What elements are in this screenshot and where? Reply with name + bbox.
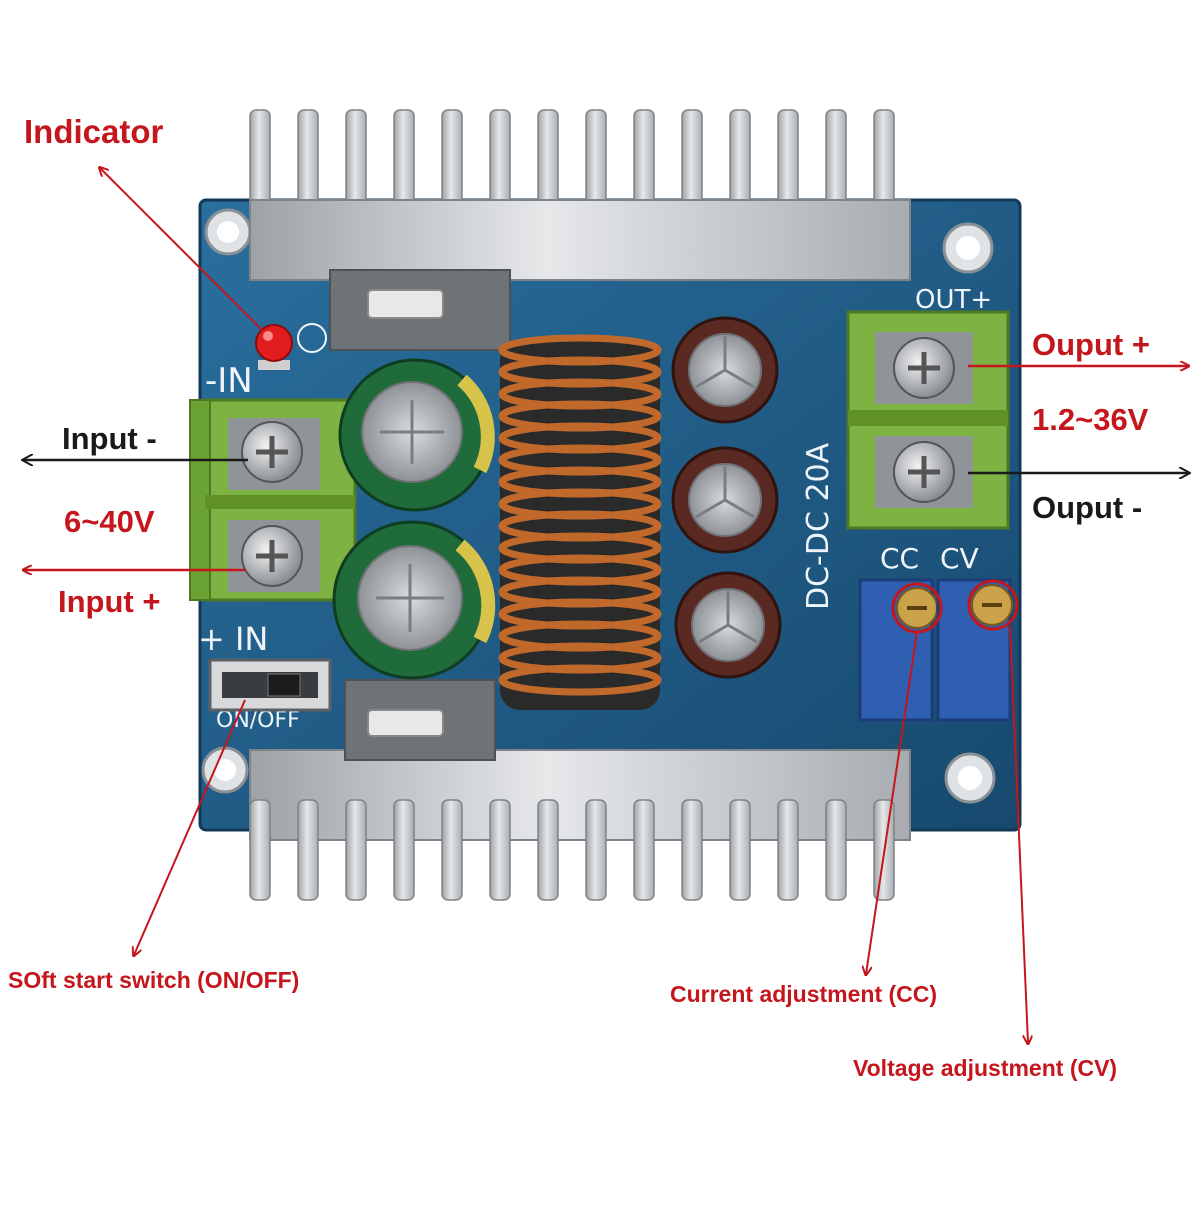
heatsink-fin [633, 109, 655, 211]
cv-arrow [1009, 625, 1028, 1043]
label-input-plus: Input + [58, 584, 160, 619]
heatsink-fin [585, 109, 607, 211]
heatsink-fin [585, 799, 607, 901]
silk-in-minus: -IN [205, 361, 253, 401]
heatsink-fin [729, 799, 751, 901]
heatsink-fin [345, 799, 367, 901]
heatsink-fin [393, 799, 415, 901]
heatsink-fin [681, 109, 703, 211]
mounting-hole-icon [204, 208, 252, 256]
cv-potentiometer [936, 578, 1013, 722]
heatsink-fin [441, 799, 463, 901]
heatsink-fin [777, 799, 799, 901]
label-current-adjustment: Current adjustment (CC) [670, 981, 937, 1007]
label-output-range: 1.2~36V [1032, 402, 1149, 437]
soft-start-arrow [134, 699, 246, 955]
output-capacitor [674, 571, 782, 679]
screw-icon [241, 525, 303, 587]
screw-icon [893, 441, 955, 503]
mounting-hole-icon [942, 222, 994, 274]
bottom-heatsink [249, 679, 911, 901]
label-output-plus: Ouput + [1032, 327, 1150, 362]
inductor-coil [498, 334, 662, 710]
heatsink-fin [537, 799, 559, 901]
heatsink-fin [825, 799, 847, 901]
input-capacitor [338, 358, 495, 512]
heatsink-fin [633, 799, 655, 901]
silk-out-plus: OUT+ [915, 285, 992, 315]
output-capacitor [671, 446, 779, 554]
heatsink-fin [297, 109, 319, 211]
heatsink-fin [489, 109, 511, 211]
silk-model: DC-DC 20A [801, 442, 836, 610]
label-output-minus: Ouput - [1032, 490, 1142, 525]
heatsink-fin [441, 109, 463, 211]
heatsink-fin [249, 109, 271, 211]
label-input-range: 6~40V [64, 504, 155, 539]
silk-in-plus: + IN [198, 620, 268, 658]
indicator-led [255, 323, 327, 370]
annotation-arrows [24, 168, 1188, 1043]
screw-icon [241, 421, 303, 483]
silk-cv: CV [940, 542, 979, 575]
mounting-hole-icon [201, 746, 249, 794]
cc-potentiometer [858, 578, 938, 722]
mounting-hole-icon [944, 752, 996, 804]
silk-cc: CC [880, 542, 919, 575]
heatsink-fin [297, 799, 319, 901]
heatsink-fin [537, 109, 559, 211]
heatsink-fin [681, 799, 703, 901]
label-voltage-adjustment: Voltage adjustment (CV) [853, 1055, 1117, 1081]
cv-highlight-circle [967, 579, 1019, 631]
output-terminal-block [846, 310, 1010, 530]
heatsink-fin [345, 109, 367, 211]
screw-icon [893, 337, 955, 399]
heatsink-fin [873, 109, 895, 211]
heatsink-fin [825, 109, 847, 211]
label-input-minus: Input - [62, 421, 157, 456]
heatsink-fin [777, 109, 799, 211]
input-capacitor [332, 520, 496, 680]
soft-start-switch [208, 658, 332, 712]
heatsink-fin [249, 799, 271, 901]
heatsink-fin [393, 109, 415, 211]
label-indicator: Indicator [24, 113, 164, 150]
top-heatsink [249, 109, 911, 351]
heatsink-fin [729, 109, 751, 211]
coil-winding [498, 664, 662, 696]
indicator-arrow [100, 168, 263, 331]
cc-arrow [866, 631, 918, 974]
input-terminal-block [189, 398, 357, 602]
output-capacitor [671, 316, 779, 424]
heatsink-fin [489, 799, 511, 901]
label-soft-start: SOft start switch (ON/OFF) [8, 967, 299, 993]
silk-switch: ON/OFF [216, 708, 300, 733]
